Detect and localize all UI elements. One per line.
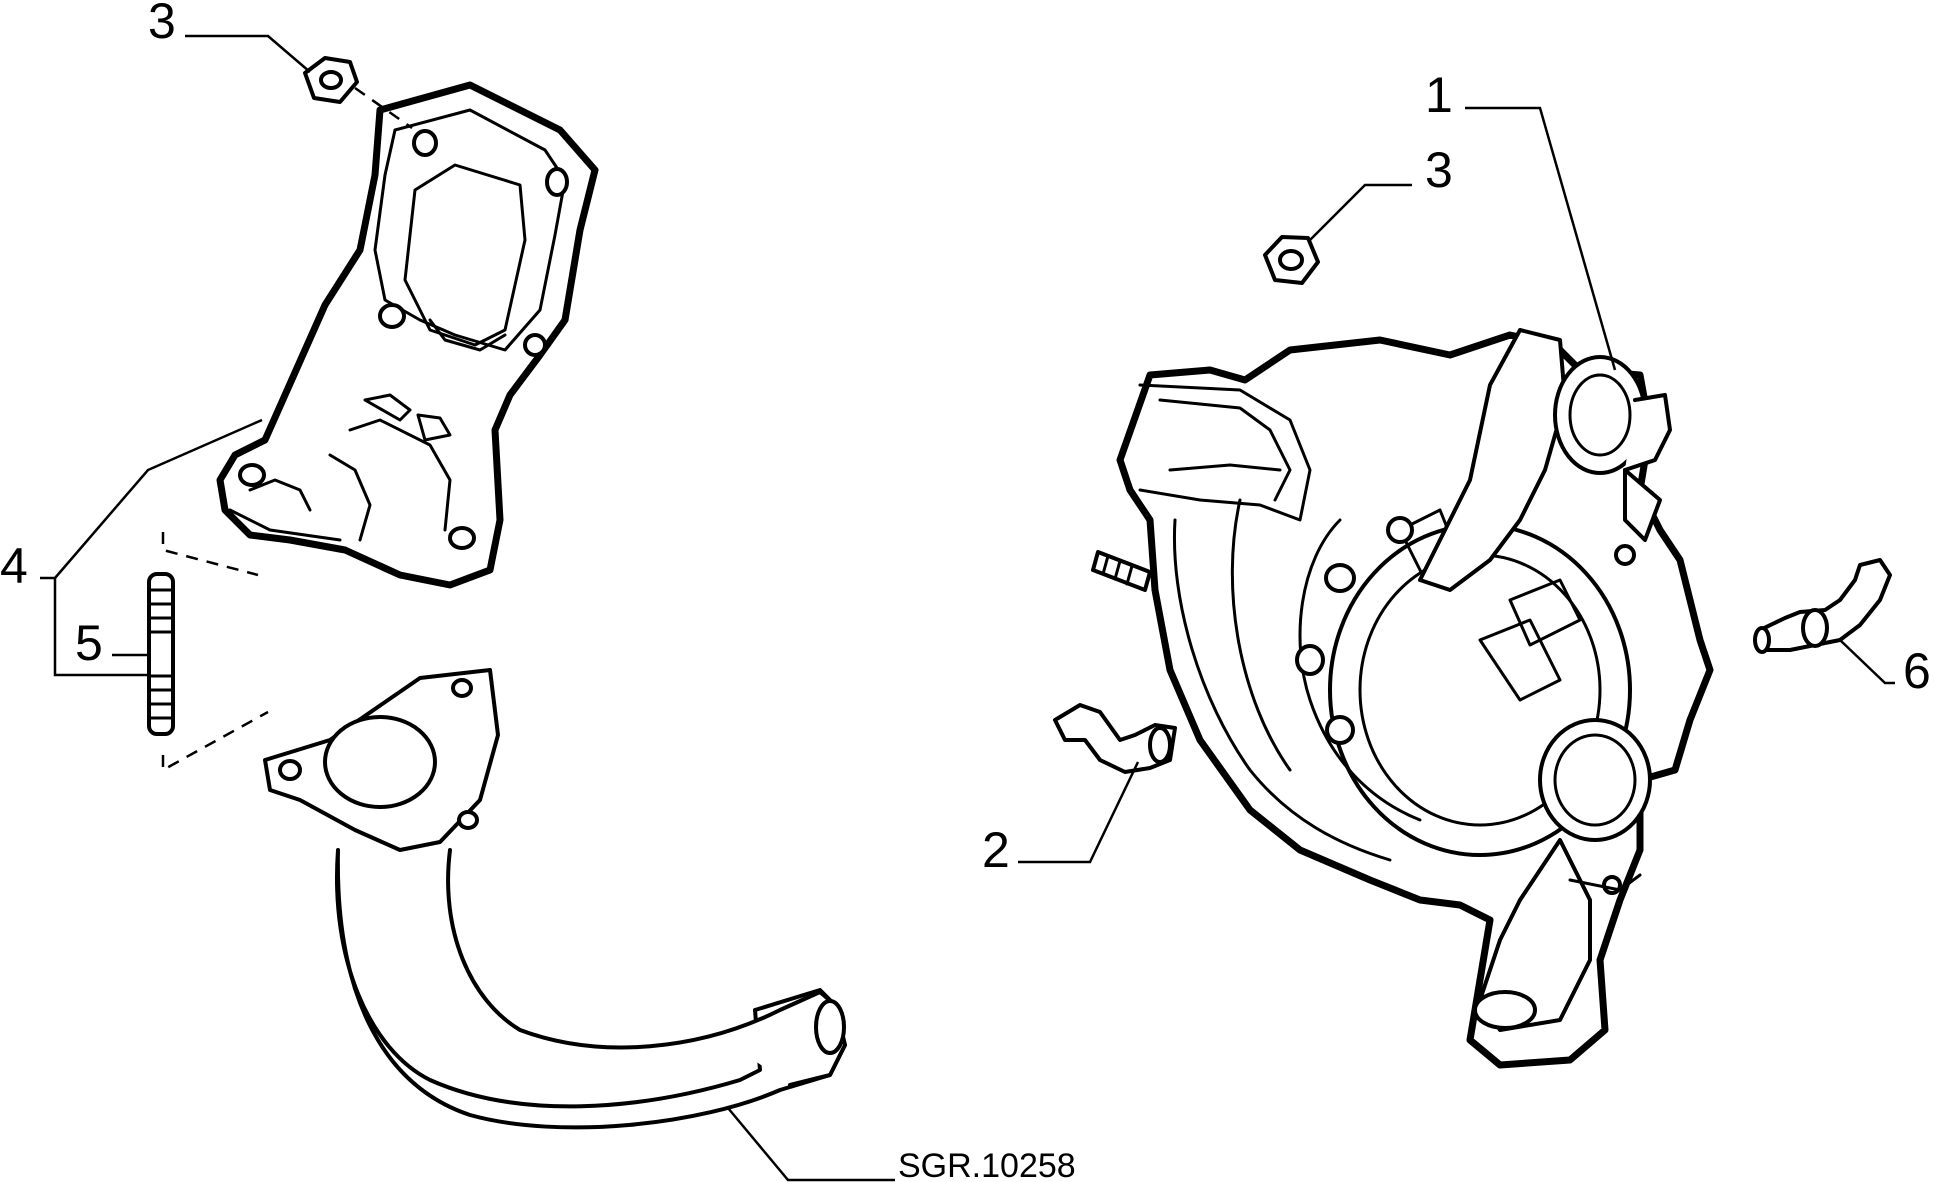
- callout-label-1: 1: [1425, 67, 1453, 123]
- leader-1: [1465, 106, 1617, 371]
- leader-3-right: [1309, 183, 1412, 241]
- hex-nut-right: [1263, 235, 1320, 285]
- exhaust-manifold-flange: [216, 81, 599, 589]
- callout-label-3-left: 3: [148, 0, 176, 49]
- callout-label-3-right: 3: [1425, 142, 1453, 198]
- leader-3-left: [185, 34, 311, 73]
- threaded-stud: [147, 572, 175, 736]
- turbo-mounting-stud: [1091, 550, 1152, 592]
- callout-label-5: 5: [75, 615, 103, 671]
- callout-label-6: 6: [1903, 643, 1931, 699]
- callout-label-4: 4: [0, 538, 28, 594]
- drawing-reference: SGR.10258: [898, 1147, 1076, 1182]
- leader-ref: [727, 1107, 895, 1182]
- leader-4-upper: [54, 418, 263, 579]
- oil-pipe-fitting-left: [1053, 703, 1177, 774]
- hex-nut-upper-left: [303, 56, 359, 104]
- leader-4: [53, 578, 150, 677]
- oil-pipe-fitting-right: [1753, 558, 1892, 654]
- exhaust-downpipe: [263, 668, 847, 1130]
- leader-6: [1839, 639, 1895, 685]
- callout-label-2: 2: [982, 822, 1010, 878]
- leader-2: [1018, 761, 1140, 864]
- turbocharger-assembly: [1116, 328, 1714, 1069]
